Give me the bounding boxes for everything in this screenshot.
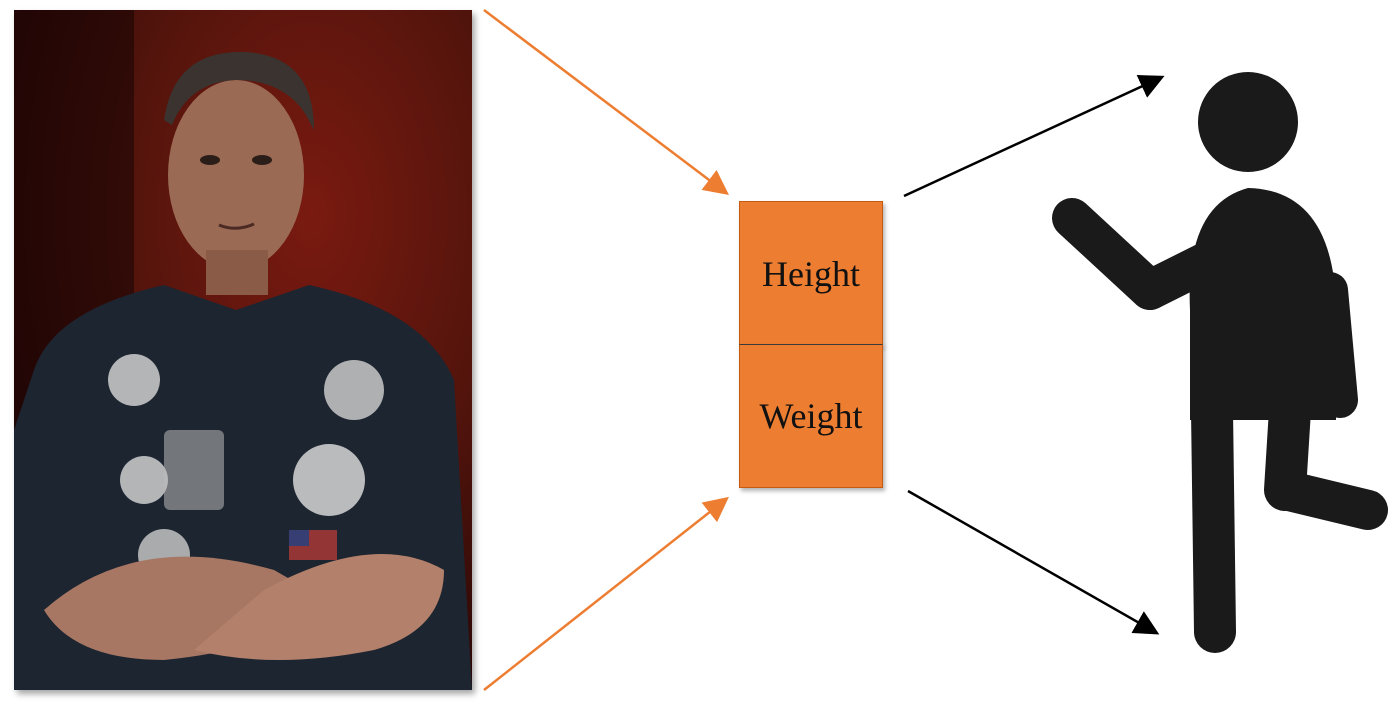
feature-label-weight: Weight xyxy=(759,396,863,436)
arrow-photo-bottom-to-features xyxy=(483,496,729,691)
arrow-features-to-person-top xyxy=(903,75,1165,198)
feature-label-height: Height xyxy=(762,253,860,294)
feature-box-weight: Weight xyxy=(739,344,883,488)
arrow-photo-top-to-features xyxy=(483,9,729,196)
portrait-photo-icon xyxy=(14,10,472,690)
arrow-features-to-person-bottom xyxy=(907,489,1160,635)
portrait-photo xyxy=(14,10,472,690)
person-pose-icon xyxy=(1052,72,1388,653)
